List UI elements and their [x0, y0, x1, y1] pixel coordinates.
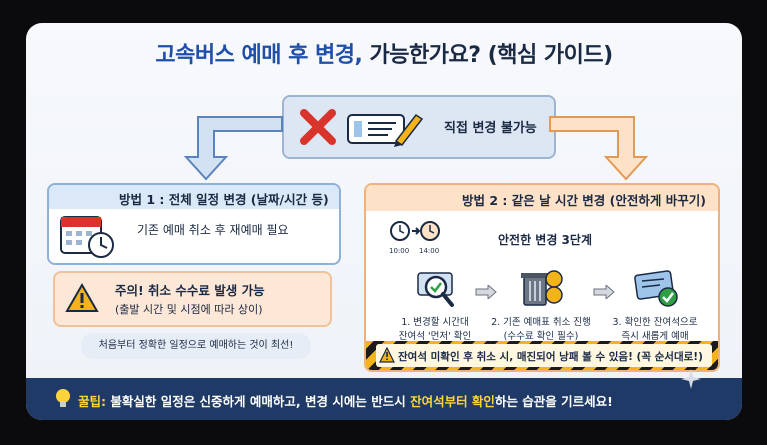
right-arrow-icon	[549, 116, 649, 181]
sparkle-icon	[681, 369, 701, 389]
hazard-inner: 잔여석 미확인 후 취소 시, 매진되어 낭패 볼 수 있음! (꼭 순서대로!…	[376, 344, 712, 367]
bottom-tip-text: 꿀팁: 불확실한 일정은 신중하게 예매하고, 변경 시에는 반드시 잔여석부터…	[78, 391, 613, 410]
trash-coin-icon	[521, 270, 563, 306]
step-2-line2: (수수료 확인 필수)	[503, 331, 579, 342]
warning-triangle-icon	[379, 347, 395, 363]
tip-text-1: 불확실한 일정은 신중하게 예매하고, 변경 시에는 반드시	[106, 394, 411, 409]
warning-title: 주의! 취소 수수료 발생 가능	[115, 283, 265, 298]
method2-card: 방법 2 : 같은 날 시간 변경 (안전하게 바꾸기) 10:00 14:00…	[364, 183, 720, 372]
warning-callout: 주의! 취소 수수료 발생 가능 (출발 시간 및 시점에 따라 상이)	[53, 271, 332, 327]
hazard-text: 잔여석 미확인 후 취소 시, 매진되어 낭패 볼 수 있음! (꼭 순서대로!…	[398, 351, 703, 363]
method1-header-text: 방법 1 : 전체 일정 변경 (날짜/시간 등)	[119, 192, 329, 207]
no-direct-change-banner: 직접 변경 불가능	[282, 95, 556, 159]
title-part1: 고속버스 예매 후 변경,	[155, 43, 363, 68]
step-3-line1: 3. 확인한 잔여석으로	[612, 317, 698, 328]
method1-body: 기존 예매 취소 후 재예매 필요	[137, 223, 289, 237]
ticket-pencil-icon	[347, 113, 424, 147]
method2-subtitle: 안전한 변경 3단계	[498, 233, 592, 247]
warning-detail: (출발 시간 및 시점에 따라 상이)	[115, 303, 263, 316]
step-1-line2: 잔여석 '먼저' 확인	[398, 331, 472, 342]
left-tip-pill: 처음부터 정확한 일정으로 예매하는 것이 최선!	[81, 333, 311, 359]
step-1-line1: 1. 변경할 시간대	[401, 317, 469, 328]
warning-triangle-icon	[65, 283, 99, 312]
bottom-tip-bar: 꿀팁: 불확실한 일정은 신중하게 예매하고, 변경 시에는 반드시 잔여석부터…	[26, 378, 742, 420]
tip-prefix: 꿀팁:	[78, 394, 106, 409]
clock-pair-icon: 10:00 14:00	[389, 221, 440, 255]
left-arrow-icon	[183, 116, 283, 181]
step-arrow-icon	[593, 285, 615, 299]
clock-time-start: 10:00	[389, 247, 409, 255]
red-x-icon	[300, 109, 336, 145]
infographic-card: 고속버스 예매 후 변경, 가능한가요? (핵심 가이드) 직접 변경 불가능 …	[26, 23, 742, 420]
step-3-text: 3. 확인한 잔여석으로 즉시 새롭게 예매	[600, 316, 710, 344]
clock-time-end: 14:00	[419, 247, 439, 255]
title-part2: 가능한가요? (핵심 가이드)	[362, 43, 614, 68]
hazard-warning-strip: 잔여석 미확인 후 취소 시, 매진되어 낭패 볼 수 있음! (꼭 순서대로!…	[366, 341, 718, 370]
banner-label: 직접 변경 불가능	[444, 121, 537, 136]
tip-text-2: 하는 습관을 기르세요!	[494, 394, 613, 409]
page-title: 고속버스 예매 후 변경, 가능한가요? (핵심 가이드)	[26, 37, 742, 69]
method1-header: 방법 1 : 전체 일정 변경 (날짜/시간 등)	[49, 185, 339, 209]
step-1-text: 1. 변경할 시간대 잔여석 '먼저' 확인	[380, 316, 490, 344]
tip-highlight: 잔여석부터 확인	[410, 394, 495, 409]
step-2-line1: 2. 기존 예매표 취소 진행	[491, 317, 591, 328]
ticket-check-icon	[634, 270, 678, 307]
lightbulb-icon	[56, 389, 70, 407]
method2-header-text: 방법 2 : 같은 날 시간 변경 (안전하게 바꾸기)	[462, 193, 706, 208]
method1-card: 방법 1 : 전체 일정 변경 (날짜/시간 등) 기존 예매 취소 후 재예매…	[47, 183, 341, 265]
magnifier-ticket-icon	[417, 272, 454, 307]
method2-header: 방법 2 : 같은 날 시간 변경 (안전하게 바꾸기)	[366, 185, 718, 211]
step-2-text: 2. 기존 예매표 취소 진행 (수수료 확인 필수)	[486, 316, 596, 344]
step-3-line2: 즉시 새롭게 예매	[621, 331, 689, 342]
calendar-clock-icon	[60, 216, 114, 258]
step-arrow-icon	[475, 285, 497, 299]
